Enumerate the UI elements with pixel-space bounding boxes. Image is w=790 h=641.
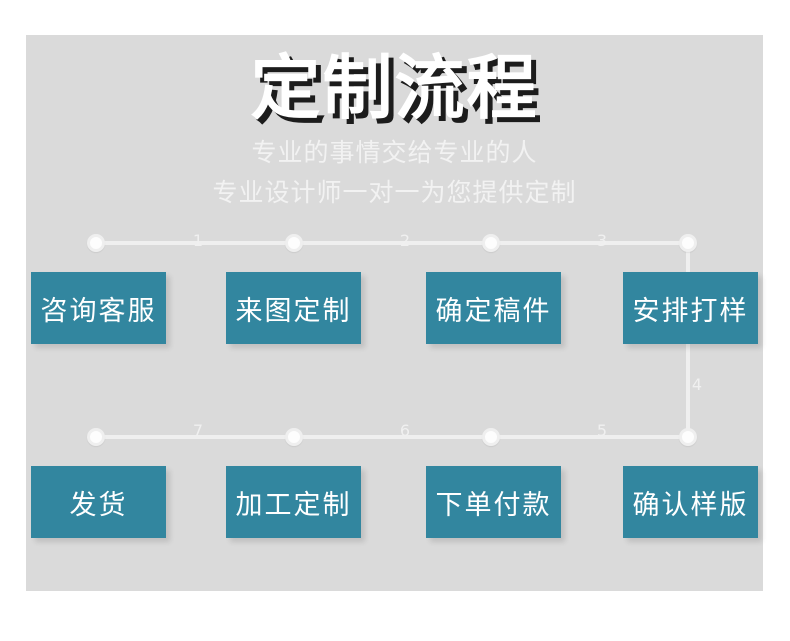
step-number-1: 1 (192, 231, 204, 250)
flow-step-box-arrange-sample[interactable]: 安排打样 (623, 272, 758, 344)
flow-step-box-shipping[interactable]: 发货 (31, 466, 166, 538)
timeline-node-5 (679, 428, 697, 446)
step-number-4: 4 (691, 375, 703, 394)
timeline-rail-top (96, 241, 689, 245)
flow-step-box-confirm-draft[interactable]: 确定稿件 (426, 272, 561, 344)
flow-step-box-payment[interactable]: 下单付款 (426, 466, 561, 538)
timeline-node-2 (285, 234, 303, 252)
step-number-5: 5 (596, 421, 608, 440)
flow-step-box-consult[interactable]: 咨询客服 (31, 272, 166, 344)
page-title: 定制流程 (250, 47, 539, 129)
timeline-node-8 (87, 428, 105, 446)
gray-panel: 定制流程 专业的事情交给专业的人 专业设计师一对一为您提供定制 1 2 3 4 … (26, 35, 763, 591)
timeline-node-3 (482, 234, 500, 252)
timeline-node-7 (285, 428, 303, 446)
timeline-node-6 (482, 428, 500, 446)
step-number-3: 3 (596, 231, 608, 250)
timeline-node-1 (87, 234, 105, 252)
step-number-7: 7 (192, 421, 204, 440)
subtitle-line-2: 专业设计师一对一为您提供定制 (212, 178, 577, 207)
subtitle-line-1: 专业的事情交给专业的人 (251, 138, 538, 167)
flow-step-box-production[interactable]: 加工定制 (226, 466, 361, 538)
flow-step-box-confirm-sample[interactable]: 确认样版 (623, 466, 758, 538)
step-number-2: 2 (399, 231, 411, 250)
flow-step-box-custom-art[interactable]: 来图定制 (226, 272, 361, 344)
timeline-node-4 (679, 234, 697, 252)
timeline-rail-bottom (96, 435, 689, 439)
step-number-6: 6 (399, 421, 411, 440)
